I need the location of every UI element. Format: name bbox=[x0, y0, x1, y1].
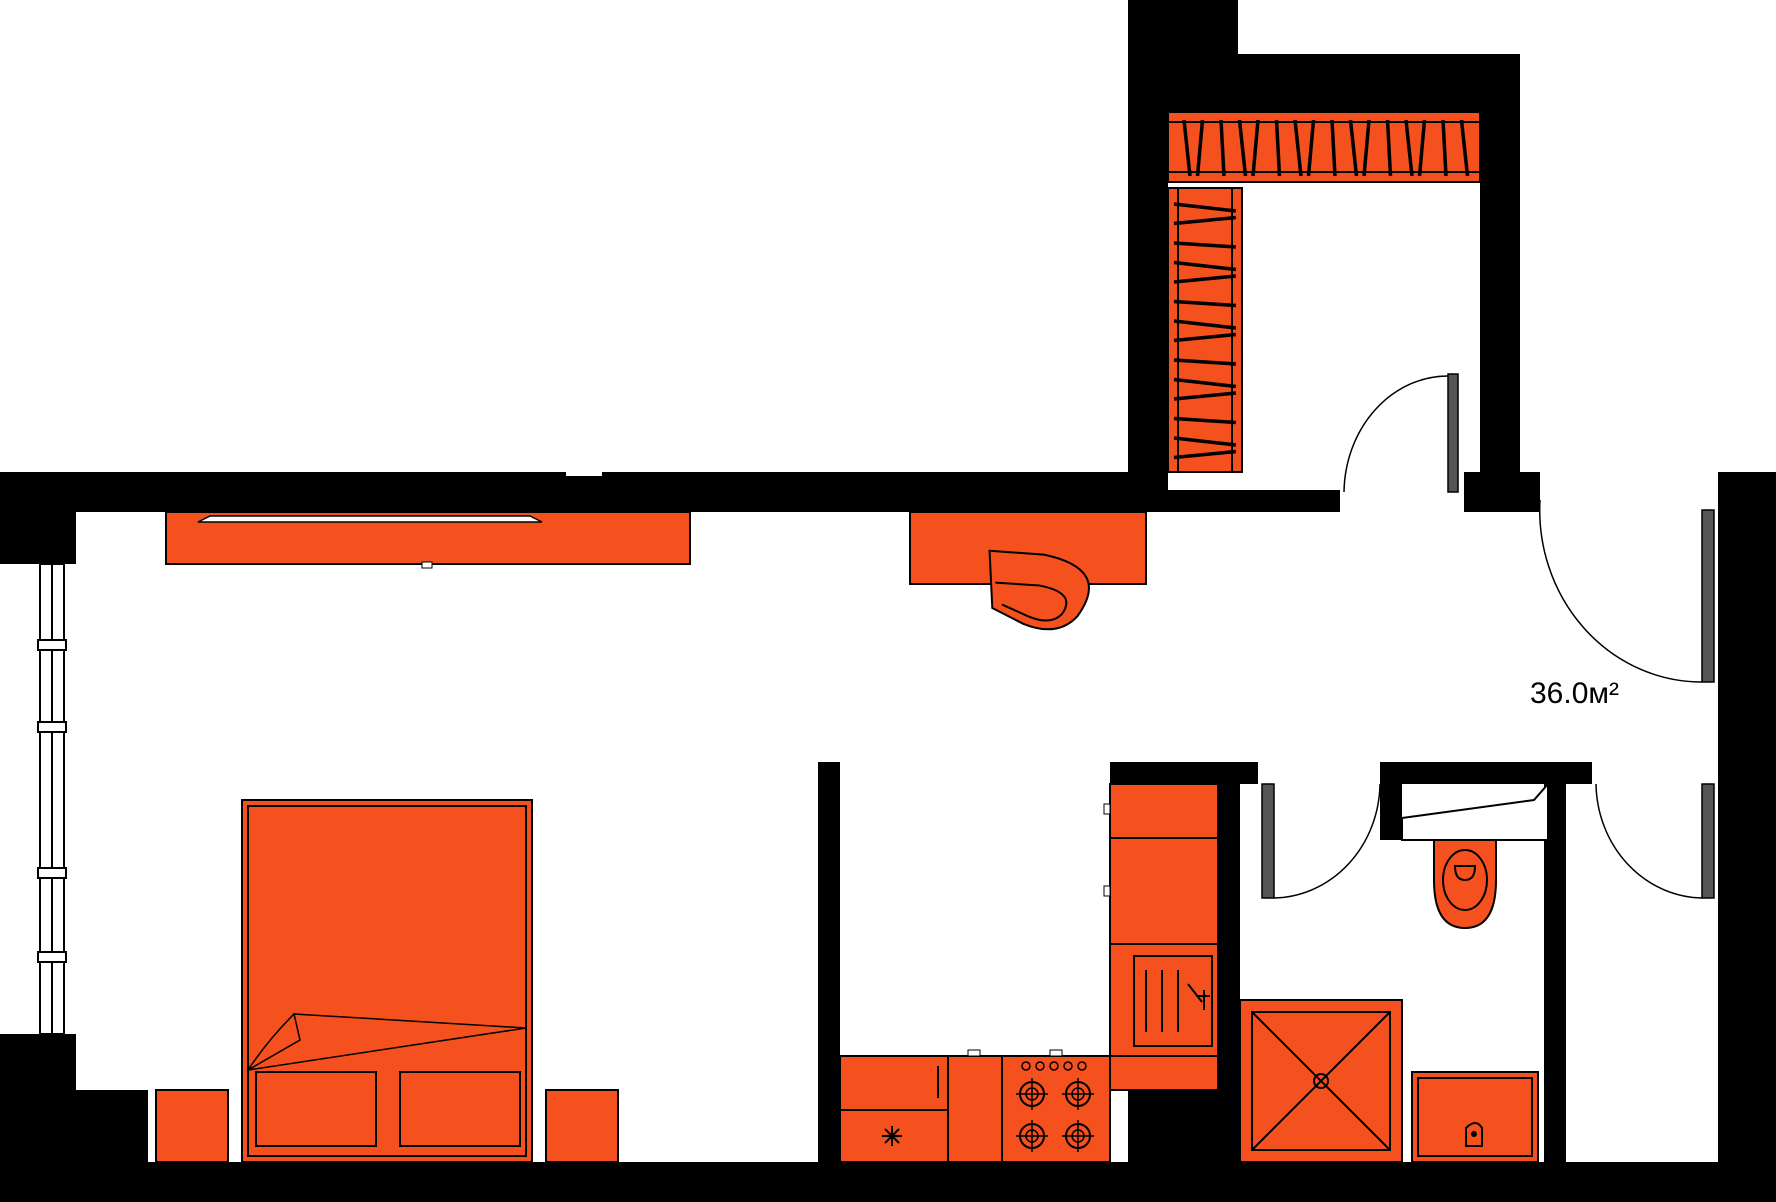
kitchen-counter-left bbox=[839, 1055, 949, 1163]
wardrobe-top bbox=[1167, 111, 1481, 183]
toilet bbox=[1433, 839, 1497, 930]
kitchen-tall-cabinet bbox=[1103, 783, 1219, 945]
area-label: 36.0м² bbox=[1530, 677, 1620, 710]
door-entrance[interactable] bbox=[1538, 499, 1715, 683]
nightstand-right bbox=[545, 1089, 619, 1163]
stove bbox=[1001, 1049, 1111, 1163]
wall-right-notch bbox=[1718, 760, 1756, 784]
wall-left-upper bbox=[0, 472, 76, 564]
door-kitchen-corridor[interactable] bbox=[1261, 783, 1381, 899]
window-top bbox=[566, 470, 602, 476]
wall-kitchen-partition bbox=[818, 762, 840, 1162]
desk-chair bbox=[988, 549, 1090, 631]
door-bathroom[interactable] bbox=[1595, 783, 1715, 899]
wall-top-main bbox=[0, 472, 1130, 512]
washbasin bbox=[1411, 1071, 1539, 1163]
wall-tower-top bbox=[1128, 54, 1520, 112]
kitchen-counter-middle bbox=[937, 1049, 1003, 1163]
wardrobe-side bbox=[1167, 187, 1243, 473]
kitchen-corner-cabinet bbox=[1109, 1055, 1219, 1091]
wall-entry-bottom-left bbox=[1128, 490, 1340, 512]
wall-bath-left bbox=[1218, 762, 1240, 1162]
nightstand-left bbox=[155, 1089, 229, 1163]
wall-wc-right bbox=[1544, 762, 1566, 1162]
shower-tray bbox=[1239, 999, 1403, 1163]
wall-tower-right bbox=[1480, 54, 1520, 512]
wall-entry-bottom-right bbox=[1464, 472, 1540, 512]
wall-right-inner bbox=[1738, 472, 1758, 1202]
wall-wc-top bbox=[1380, 762, 1592, 784]
tv-cabinet bbox=[165, 511, 691, 569]
wall-bottom bbox=[0, 1162, 1776, 1202]
wc-cistern bbox=[1401, 781, 1549, 841]
wall-tower-cap bbox=[1128, 0, 1238, 60]
door-closet[interactable] bbox=[1343, 373, 1459, 493]
double-bed bbox=[241, 799, 533, 1163]
window-left bbox=[37, 563, 67, 1035]
kitchen-sink bbox=[1109, 943, 1219, 1057]
wall-bath-lower-left bbox=[1128, 1090, 1240, 1202]
